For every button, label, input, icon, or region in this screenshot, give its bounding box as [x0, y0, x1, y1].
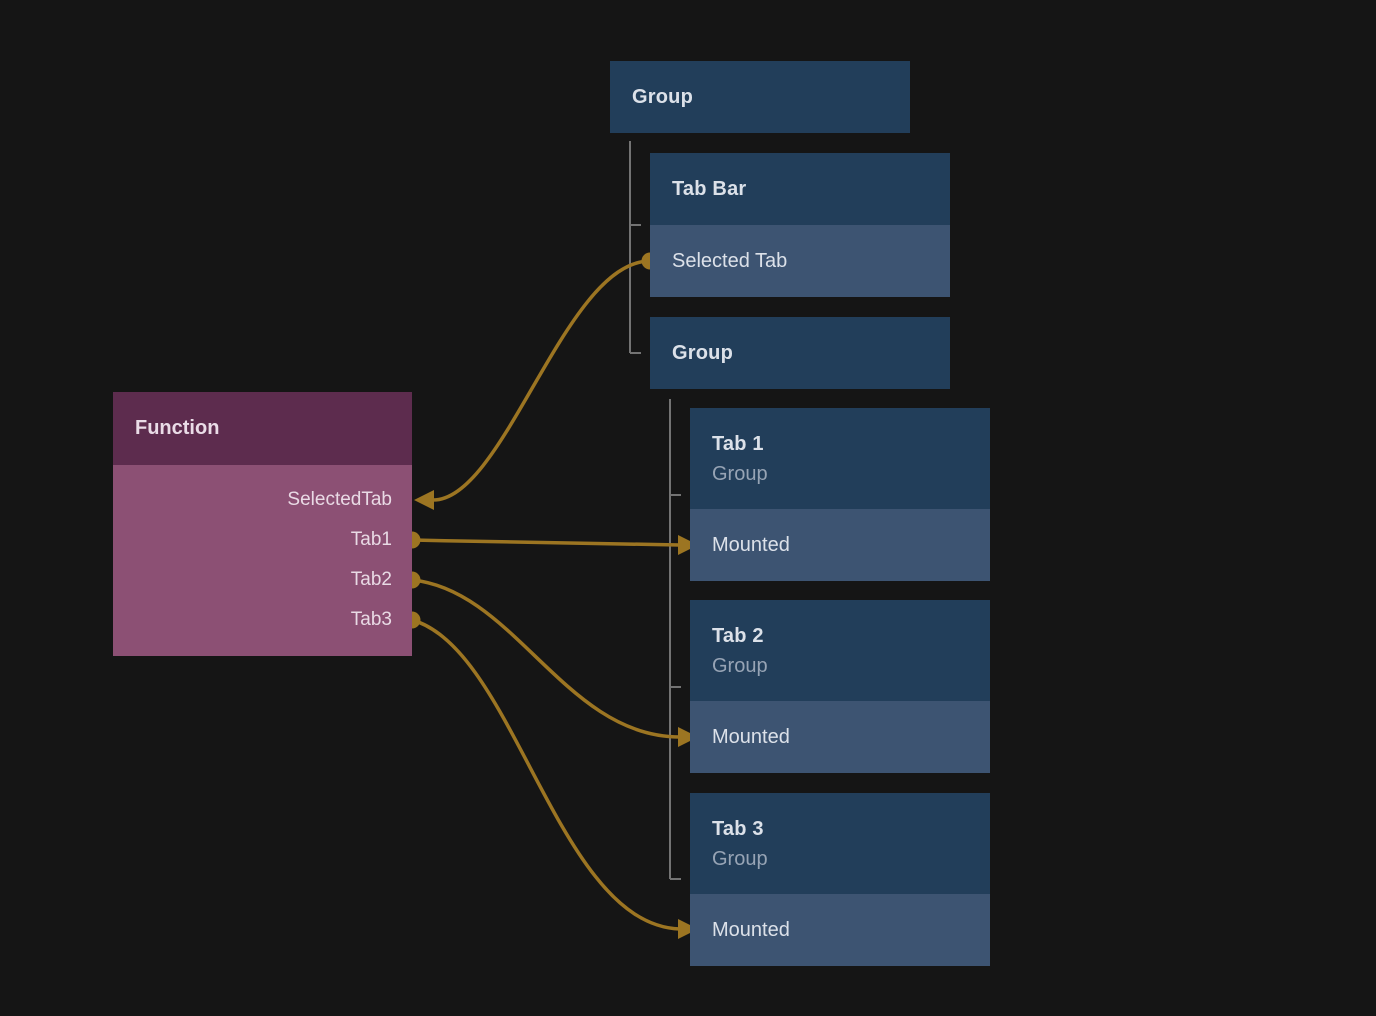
arrowhead-into-tab1-mounted	[678, 535, 698, 555]
port-row-mounted-tab1[interactable]: Mounted	[690, 509, 990, 581]
node-title: Tab 1	[712, 432, 764, 455]
node-title: Group	[672, 342, 733, 364]
node-title: Tab 3	[712, 817, 764, 840]
port-tab2[interactable]: Tab2	[350, 569, 392, 590]
node-group-mid-header[interactable]: Group	[650, 317, 950, 389]
port-row-selected-tab[interactable]: Selected Tab	[650, 225, 950, 297]
arrowhead-into-tab3-mounted	[678, 919, 698, 939]
node-group-top[interactable]: Group	[610, 61, 910, 133]
port-selectedtab[interactable]: SelectedTab	[287, 489, 392, 510]
arrowhead-into-tab2-mounted	[678, 727, 698, 747]
port-row-mounted-tab2[interactable]: Mounted	[690, 701, 990, 773]
wire-tab1-mounted[interactable]	[411, 538, 681, 547]
hierarchy-tree-bottom	[669, 399, 681, 880]
arrowhead-into-function	[414, 490, 434, 510]
node-group-mid[interactable]: Group	[650, 317, 950, 389]
node-tab3[interactable]: Tab 3 Group Mounted	[690, 793, 990, 966]
node-tab3-header[interactable]: Tab 3 Group	[690, 793, 990, 894]
node-tab2[interactable]: Tab 2 Group Mounted	[690, 600, 990, 773]
node-tab-bar[interactable]: Tab Bar Selected Tab	[650, 153, 950, 297]
port-tab3[interactable]: Tab3	[350, 609, 392, 630]
port-row-mounted-tab3[interactable]: Mounted	[690, 894, 990, 966]
node-subtitle: Group	[712, 462, 768, 485]
wire-tab2-mounted[interactable]	[411, 578, 681, 739]
node-title: Function	[135, 417, 220, 439]
hierarchy-tree-top	[629, 141, 641, 354]
node-function-body: SelectedTab Tab1 Tab2 Tab3	[113, 465, 412, 656]
wire-selectedtab[interactable]	[432, 259, 651, 502]
node-tab1-header[interactable]: Tab 1 Group	[690, 408, 990, 509]
node-function-header[interactable]: Function	[113, 392, 412, 465]
node-tab2-header[interactable]: Tab 2 Group	[690, 600, 990, 701]
port-tab1[interactable]: Tab1	[350, 529, 392, 550]
node-tab-bar-header[interactable]: Tab Bar	[650, 153, 950, 225]
node-title: Tab Bar	[672, 178, 747, 200]
node-title: Tab 2	[712, 624, 764, 647]
node-group-top-header[interactable]: Group	[610, 61, 910, 133]
node-subtitle: Group	[712, 654, 768, 677]
node-title: Group	[632, 86, 693, 108]
wire-tab3-mounted[interactable]	[411, 618, 681, 931]
node-tab1[interactable]: Tab 1 Group Mounted	[690, 408, 990, 581]
node-subtitle: Group	[712, 847, 768, 870]
node-function[interactable]: Function SelectedTab Tab1 Tab2 Tab3	[113, 392, 412, 656]
